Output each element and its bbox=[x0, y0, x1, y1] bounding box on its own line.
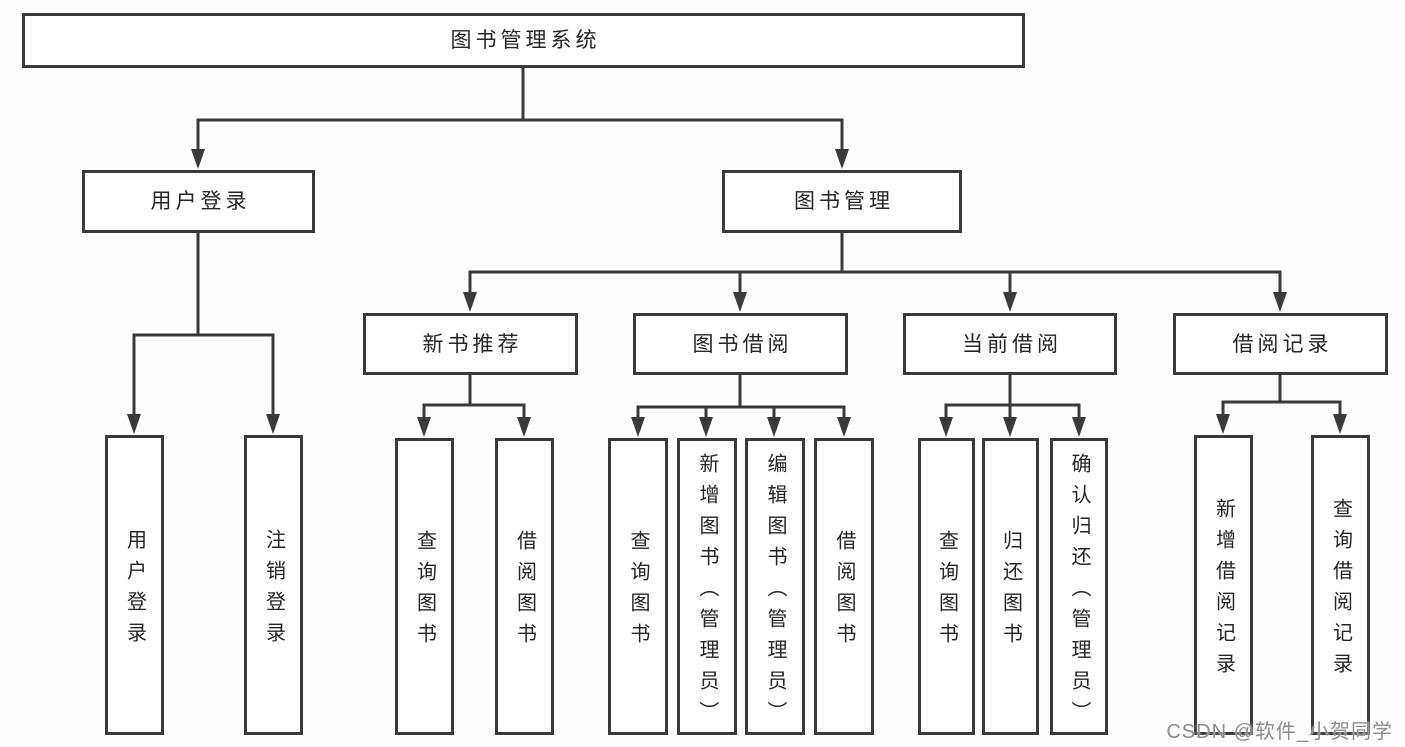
node-borrow-records-label: 借阅记录 bbox=[1232, 332, 1333, 356]
leaf-confirm-return-admin: 确认归还（管理员） bbox=[1050, 438, 1108, 735]
node-borrow-records: 借阅记录 bbox=[1173, 313, 1388, 375]
node-new-book-recommend: 新书推荐 bbox=[363, 313, 578, 375]
csdn-watermark: CSDN @软件_小贺同学 bbox=[1166, 721, 1393, 743]
leaf-newbook-query-books: 查询图书 bbox=[395, 438, 454, 735]
leaf-newbook-query-books-label: 查询图书 bbox=[413, 530, 436, 654]
leaf-edit-books-admin: 编辑图书（管理员） bbox=[745, 438, 805, 735]
leaf-logout: 注销登录 bbox=[244, 435, 303, 735]
leaf-add-books-admin-label: 新增图书（管理员） bbox=[696, 452, 718, 732]
leaf-query-borrow-record: 查询借阅记录 bbox=[1311, 435, 1370, 735]
leaf-add-borrow-record-label: 新增借阅记录 bbox=[1212, 497, 1235, 684]
leaf-borrow-query-books-label: 查询图书 bbox=[627, 530, 649, 654]
node-user-login-label: 用户登录 bbox=[150, 190, 251, 213]
leaf-current-query-books-label: 查询图书 bbox=[935, 530, 958, 654]
tree-edges bbox=[132, 68, 1342, 419]
leaf-current-query-books: 查询图书 bbox=[918, 438, 975, 735]
leaf-borrow-query-books: 查询图书 bbox=[608, 438, 668, 735]
node-user-login: 用户登录 bbox=[82, 170, 315, 233]
leaf-return-books: 归还图书 bbox=[982, 438, 1039, 735]
leaf-borrow-books-label: 借阅图书 bbox=[833, 530, 855, 654]
node-current-borrow: 当前借阅 bbox=[903, 313, 1117, 375]
leaf-add-borrow-record: 新增借阅记录 bbox=[1194, 435, 1253, 735]
leaf-return-books-label: 归还图书 bbox=[999, 530, 1022, 654]
leaf-add-books-admin: 新增图书（管理员） bbox=[677, 438, 737, 735]
leaf-borrow-books: 借阅图书 bbox=[814, 438, 874, 735]
node-book-borrow: 图书借阅 bbox=[633, 313, 848, 375]
leaf-query-borrow-record-label: 查询借阅记录 bbox=[1329, 497, 1352, 684]
node-root-label: 图书管理系统 bbox=[450, 29, 601, 52]
leaf-user-login: 用户登录 bbox=[105, 435, 164, 735]
node-book-management: 图书管理 bbox=[722, 170, 962, 233]
node-book-management-label: 图书管理 bbox=[794, 190, 894, 213]
arrowhead-icons bbox=[127, 149, 1347, 437]
leaf-newbook-borrow-books-label: 借阅图书 bbox=[513, 530, 536, 654]
leaf-newbook-borrow-books: 借阅图书 bbox=[495, 438, 554, 735]
leaf-user-login-label: 用户登录 bbox=[123, 528, 146, 653]
leaf-logout-label: 注销登录 bbox=[262, 528, 285, 653]
leaf-edit-books-admin-label: 编辑图书（管理员） bbox=[764, 452, 786, 732]
node-root-system: 图书管理系统 bbox=[22, 13, 1025, 68]
node-book-borrow-label: 图书借阅 bbox=[692, 332, 793, 356]
node-new-book-recommend-label: 新书推荐 bbox=[422, 332, 523, 356]
node-current-borrow-label: 当前借阅 bbox=[962, 332, 1062, 356]
leaf-confirm-return-admin-label: 确认归还（管理员） bbox=[1068, 452, 1090, 732]
